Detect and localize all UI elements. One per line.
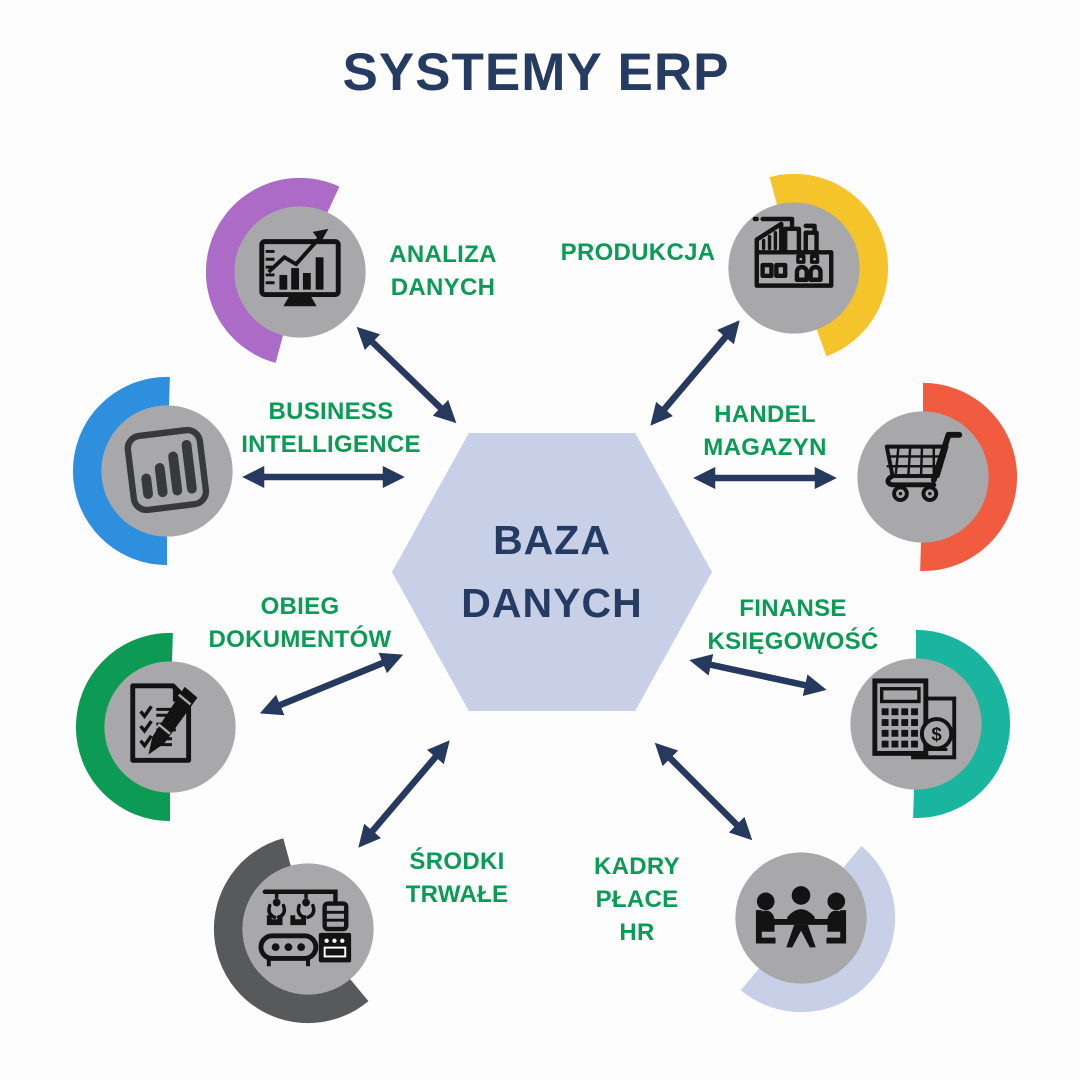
ring-arc (828, 382, 1018, 572)
node-handel-magazyn (825, 379, 1021, 575)
page-title: SYSTEMY ERP (342, 43, 730, 102)
ring-arc (75, 632, 265, 822)
checklist-pen-icon (130, 683, 198, 763)
label-analiza-danych: ANALIZA DANYCH (389, 241, 497, 301)
icon-disc (101, 405, 233, 537)
factory-icon (752, 216, 834, 288)
label-kadry-place-hr: KADRY PŁACE HR (594, 853, 680, 946)
label-handel-magazyn: HANDEL MAGAZYN (703, 401, 827, 461)
connector-kadry-place-hr (654, 742, 753, 841)
node-produkcja (696, 170, 892, 366)
power-bi-icon (124, 426, 210, 514)
icon-disc (234, 206, 366, 338)
database-label: BAZA DANYCH (461, 517, 643, 626)
connector-srodki-trwale (358, 740, 450, 848)
node-srodki-trwale (210, 831, 406, 1027)
pen-icon (148, 686, 198, 755)
node-finanse-ksiegowosc: $ (818, 626, 1014, 822)
node-analiza-danych (202, 174, 398, 370)
connector-finanse-ksiegowosc (689, 654, 827, 696)
dollar-glyph: $ (931, 724, 942, 745)
label-finanse-ksiegowosc: FINANSE KSIĘGOWOŚĆ (707, 595, 879, 655)
shopping-cart-icon (884, 431, 963, 502)
bar-chart-monitor-icon (259, 228, 341, 307)
label-business-intelligence: BUSINESS INTELLIGENCE (241, 398, 421, 458)
central-database-hexagon: BAZA DANYCH (392, 433, 712, 711)
ring-arc (706, 823, 896, 1013)
connector-analiza-danych (356, 326, 457, 424)
node-kadry-place-hr (703, 820, 899, 1016)
meeting-table-icon (755, 886, 847, 948)
assembly-line-icon (258, 889, 352, 967)
icon-disc (242, 863, 374, 995)
label-srodki-trwale: ŚRODKI TRWAŁE (405, 848, 509, 908)
connector-produkcja (650, 320, 740, 426)
connector-obieg-dokumentow (259, 652, 404, 716)
label-obieg-dokumentow: OBIEG DOKUMENTÓW (208, 593, 392, 653)
ring-arc (72, 376, 262, 566)
label-produkcja: PRODUKCJA (560, 239, 716, 266)
node-business-intelligence (69, 373, 265, 569)
ring-arc (821, 629, 1011, 819)
ring-arc (699, 173, 889, 363)
calculator-coin-icon: $ (872, 678, 957, 760)
node-obieg-dokumentow (72, 629, 268, 825)
